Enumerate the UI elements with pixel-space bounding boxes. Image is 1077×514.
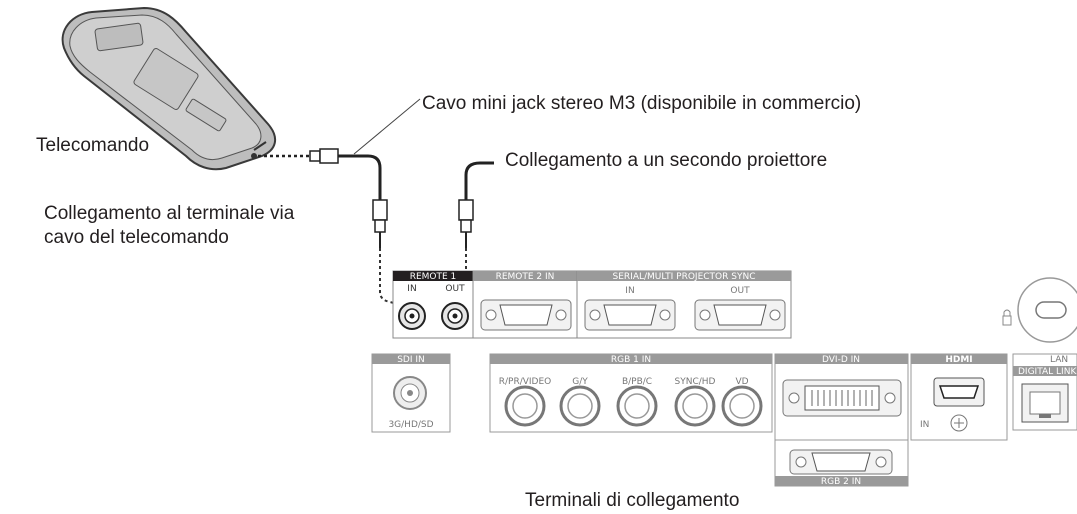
- lan-label: LAN: [1050, 355, 1068, 365]
- remote-control-illustration: [61, 6, 277, 171]
- wired-remote-label-line2: cavo del telecomando: [44, 227, 229, 248]
- hdmi-label: HDMI: [945, 355, 972, 365]
- sdi-sublabel: 3G/HD/SD: [388, 420, 433, 430]
- rgb1-port-label: G/Y: [572, 377, 588, 387]
- rgb2-label: RGB 2 IN: [821, 477, 861, 487]
- rgb1-port-label: R/PR/VIDEO: [499, 377, 552, 387]
- serial-label: SERIAL/MULTI PROJECTOR SYNC: [613, 272, 756, 282]
- dvi-label: DVI-D IN: [822, 355, 860, 365]
- terminal-panel: REMOTE 1 IN OUT REMOTE 2 IN SERIAL/MULTI…: [371, 270, 1077, 487]
- rgb2-port: [789, 449, 893, 475]
- cable-label: Cavo mini jack stereo M3 (disponibile in…: [422, 93, 862, 114]
- rgb1-bnc-inner: [624, 393, 650, 419]
- rgb1-port-label: VD: [735, 377, 748, 387]
- remote2-dsub-port: [480, 299, 572, 331]
- remote-cable: [258, 98, 421, 307]
- remote1-in-label: IN: [407, 284, 416, 294]
- rgb1-port-label: SYNC/HD: [675, 377, 716, 387]
- serial-in-label: IN: [625, 286, 634, 296]
- remote2-label: REMOTE 2 IN: [496, 272, 555, 282]
- rgb1-port-label: B/PB/C: [622, 377, 652, 387]
- rgb1-bnc-inner: [729, 393, 755, 419]
- digital-link-label: DIGITAL LINK: [1018, 367, 1077, 377]
- rgb1-bnc-inner: [567, 393, 593, 419]
- remote1-out-label: OUT: [445, 284, 465, 294]
- remote1-label: REMOTE 1: [410, 272, 457, 282]
- lan-port: [1021, 383, 1069, 423]
- security-slot-icon: [1002, 277, 1077, 343]
- terminals-caption: Terminali di collegamento: [525, 490, 740, 511]
- sdi-label: SDI IN: [397, 355, 425, 365]
- hdmi-in-label: IN: [920, 420, 929, 430]
- telecomando-label: Telecomando: [36, 135, 150, 156]
- serial-out-port: [694, 299, 786, 331]
- rgb1-bnc-inner: [512, 393, 538, 419]
- dvi-port: [782, 379, 902, 417]
- serial-in-port: [584, 299, 676, 331]
- wired-remote-label-line1: Collegamento al terminale via: [44, 203, 295, 224]
- second-projector-label: Collegamento a un secondo proiettore: [505, 150, 828, 171]
- rgb1-bnc-inner: [682, 393, 708, 419]
- sdi-bnc-port: [393, 376, 427, 410]
- serial-out-label: OUT: [730, 286, 750, 296]
- rgb1-label: RGB 1 IN: [611, 355, 651, 365]
- hdmi-port: [933, 377, 985, 432]
